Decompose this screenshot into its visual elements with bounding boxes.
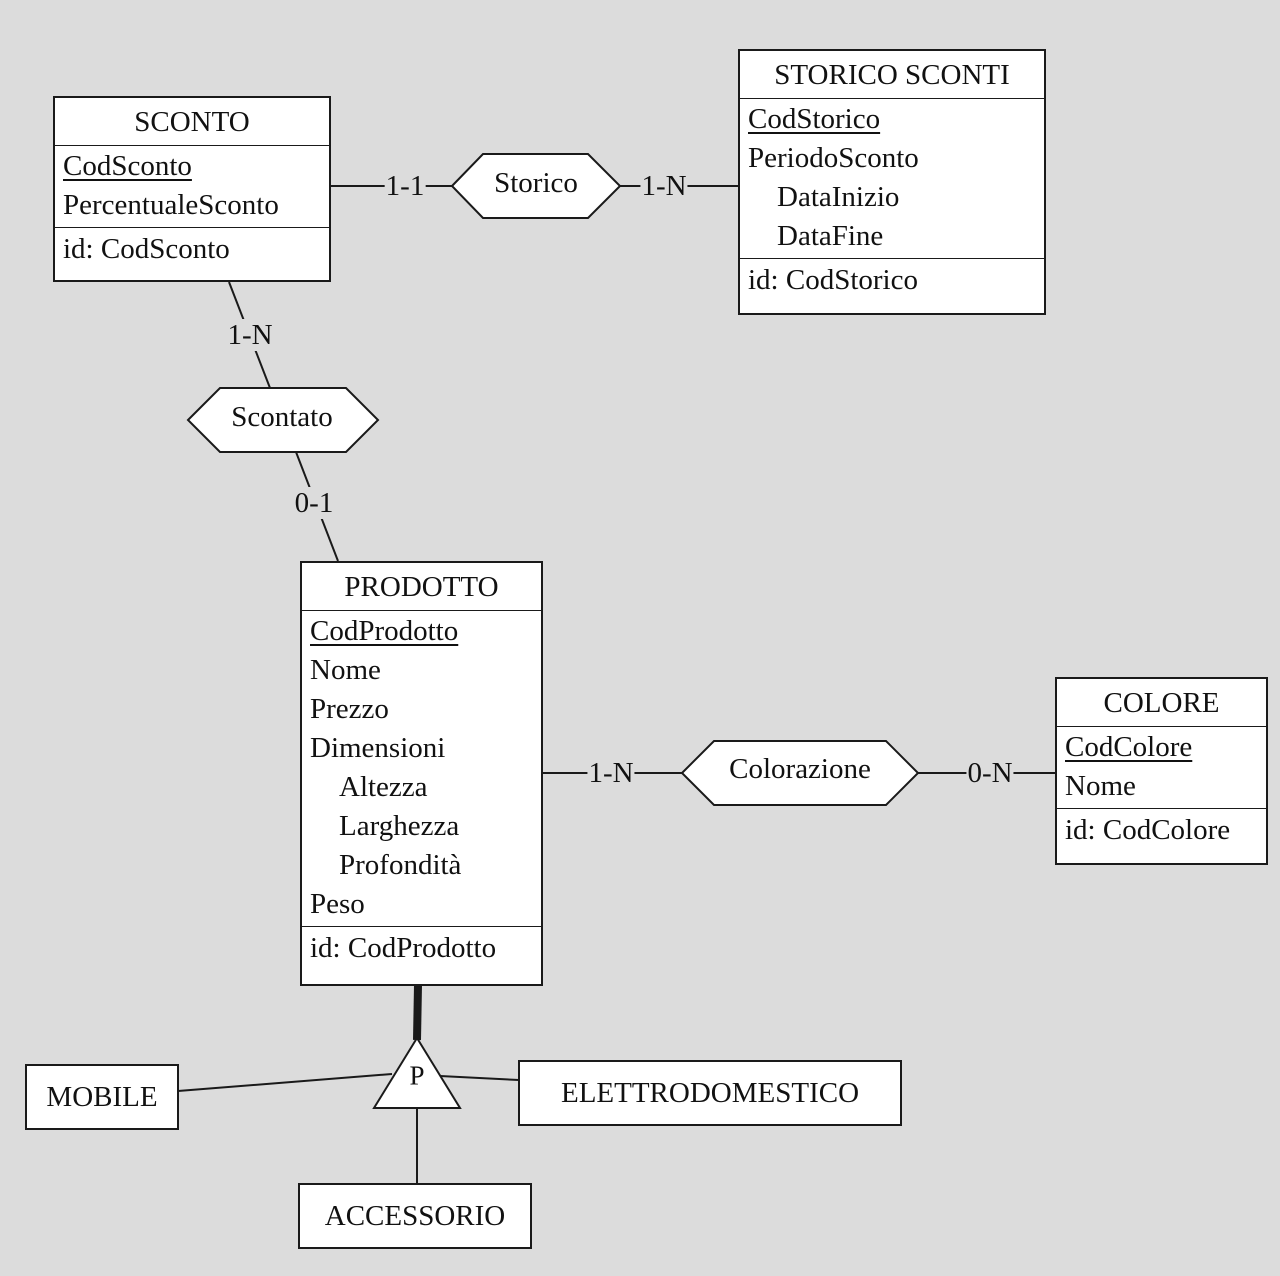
entity-colore-identifier: id: CodColore bbox=[1057, 808, 1266, 853]
isa-triangle bbox=[372, 1036, 462, 1109]
rel-colorazione-label[interactable]: Colorazione bbox=[729, 753, 871, 785]
entity-elettrodomestico[interactable]: ELETTRODOMESTICO bbox=[518, 1060, 902, 1126]
entity-colore[interactable]: COLORE CodColore Nome id: CodColore bbox=[1055, 677, 1268, 865]
attribute: Dimensioni bbox=[310, 732, 446, 764]
card-storico-storicosconti: 1-N bbox=[640, 170, 688, 202]
attribute: CodSconto bbox=[63, 150, 192, 182]
entity-sconto-identifier: id: CodSconto bbox=[55, 227, 329, 272]
entity-prodotto[interactable]: PRODOTTO CodProdotto Nome Prezzo Dimensi… bbox=[300, 561, 543, 986]
sub-attribute: Larghezza bbox=[339, 810, 460, 842]
entity-sconto-attributes: CodSconto PercentualeSconto bbox=[55, 146, 329, 227]
entity-prodotto-attributes: CodProdotto Nome Prezzo Dimensioni Altez… bbox=[302, 611, 541, 926]
attribute: CodColore bbox=[1065, 731, 1193, 763]
card-scontato-prodotto: 0-1 bbox=[293, 487, 335, 519]
entity-sconto[interactable]: SCONTO CodSconto PercentualeSconto id: C… bbox=[53, 96, 331, 282]
rel-scontato-shape bbox=[186, 387, 380, 453]
rel-colorazione-shape bbox=[680, 740, 920, 806]
link-isa-elettrodomestico bbox=[439, 1075, 520, 1081]
entity-storico-sconti-identifier: id: CodStorico bbox=[740, 258, 1044, 303]
entity-storico-sconti[interactable]: STORICO SCONTI CodStorico PeriodoSconto … bbox=[738, 49, 1046, 315]
card-scontato-sconto: 1-N bbox=[226, 319, 274, 351]
entity-prodotto-title: PRODOTTO bbox=[302, 563, 541, 611]
attribute: CodStorico bbox=[748, 103, 881, 135]
rel-storico-shape bbox=[450, 153, 622, 219]
sub-attribute: Profondità bbox=[339, 849, 462, 881]
attribute: CodProdotto bbox=[310, 615, 459, 647]
rel-scontato-label[interactable]: Scontato bbox=[231, 401, 333, 433]
entity-mobile[interactable]: MOBILE bbox=[25, 1064, 179, 1130]
attribute: Nome bbox=[310, 654, 381, 686]
link-isa-mobile bbox=[177, 1073, 393, 1092]
entity-sconto-title: SCONTO bbox=[55, 98, 329, 146]
entity-colore-attributes: CodColore Nome bbox=[1057, 727, 1266, 808]
attribute: Nome bbox=[1065, 770, 1136, 802]
isa-partial-label: P bbox=[409, 1060, 425, 1091]
card-storico-sconto: 1-1 bbox=[384, 170, 426, 202]
attribute: PercentualeSconto bbox=[63, 189, 279, 221]
entity-prodotto-identifier: id: CodProdotto bbox=[302, 926, 541, 971]
entity-storico-sconti-attributes: CodStorico PeriodoSconto DataInizio Data… bbox=[740, 99, 1044, 258]
sub-attribute: DataInizio bbox=[777, 181, 900, 213]
entity-storico-sconti-title: STORICO SCONTI bbox=[740, 51, 1044, 99]
entity-accessorio[interactable]: ACCESSORIO bbox=[298, 1183, 532, 1249]
entity-colore-title: COLORE bbox=[1057, 679, 1266, 727]
card-colorazione-colore: 0-N bbox=[966, 757, 1014, 789]
sub-attribute: DataFine bbox=[777, 220, 884, 252]
attribute: Peso bbox=[310, 888, 365, 920]
attribute: Prezzo bbox=[310, 693, 389, 725]
sub-attribute: Altezza bbox=[339, 771, 428, 803]
rel-storico-label[interactable]: Storico bbox=[494, 167, 578, 199]
card-colorazione-prodotto: 1-N bbox=[587, 757, 635, 789]
attribute: PeriodoSconto bbox=[748, 142, 919, 174]
link-prodotto-isa bbox=[413, 984, 422, 1041]
